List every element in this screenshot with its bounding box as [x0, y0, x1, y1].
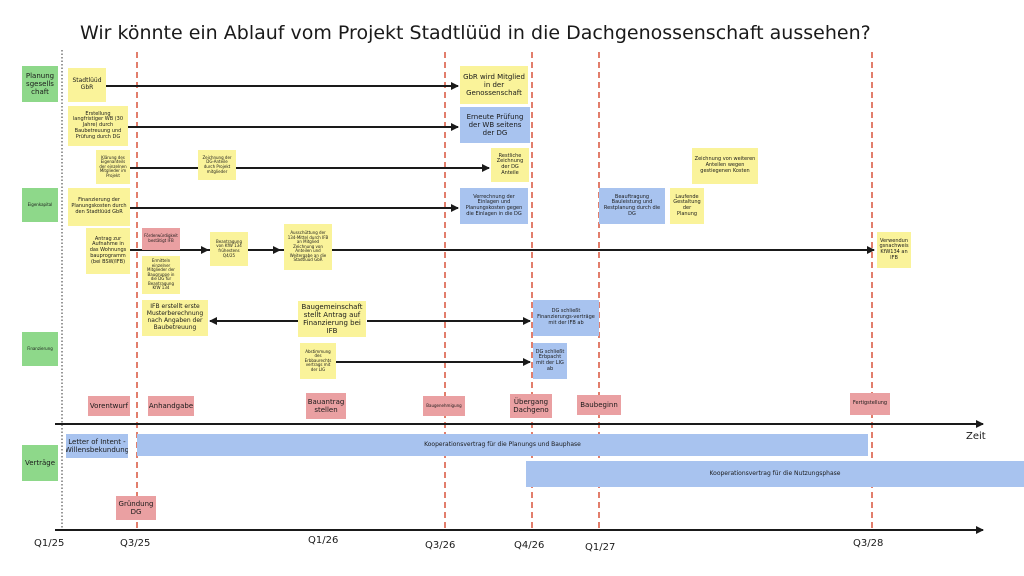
milestone-baugenehmigung: Baugenehmigung — [423, 396, 465, 416]
note-ausschuettung: Ausschüttung der 134-Mittel durch IFB an… — [284, 224, 332, 270]
note-dg-finanzierung: DG schließt Finanzierungs-verträge mit d… — [533, 300, 599, 336]
lane-finanzierung: Finanzierung — [22, 332, 58, 366]
tick-q1-27: Q1/27 — [585, 542, 616, 553]
page-title: Wir könnte ein Ablauf vom Projekt Stadtl… — [80, 22, 871, 44]
lane-vertraege: Verträge — [22, 445, 58, 481]
milestone-vorentwurf: Vorentwurf — [88, 396, 130, 416]
tick-q3-25: Q3/25 — [120, 538, 151, 549]
note-laufende: Laufende Gestaltung der Planung — [670, 188, 704, 224]
note-erstellung-wb: Erstellung langfristiger WB (30 Jahre) d… — [68, 106, 128, 146]
tick-q1-25: Q1/25 — [34, 538, 65, 549]
note-gruendung-dg: Gründung DG — [116, 496, 156, 520]
note-abstimmung: Abstimmung des Erbbaurechts vertrags mit… — [300, 343, 336, 379]
tick-q3-26: Q3/26 — [425, 540, 456, 551]
note-finanzierung-planung: Finanzierung der Planungskosten durch de… — [68, 188, 130, 226]
note-foerderwuerdigkeit: Förderwürdigkeit bestätigt IFB — [142, 228, 180, 250]
tick-q4-26: Q4/26 — [514, 540, 545, 551]
note-verwendung: Verwendun gsnachweis KfW134 an IFB — [877, 232, 911, 268]
note-ermitteln: Ermitteln einzelner Mitglieder der Baugr… — [142, 256, 180, 294]
milestone-bauantrag: Bauantrag stellen — [306, 393, 346, 419]
lane-eigenkapital: Eigenkapital — [22, 188, 58, 222]
note-beauftragung: Beauftragung Bauleistung und Restplanung… — [599, 188, 665, 224]
milestone-fertigstellung: Fertigstellung — [850, 393, 890, 415]
note-klaerung: Klärung des Eigenanteils der einzelnen M… — [96, 150, 130, 184]
milestone-uebergang: Übergang Dachgeno — [510, 394, 552, 418]
note-ifb-musterberechnung: IFB erstellt erste Musterberechnung nach… — [142, 300, 208, 336]
note-gbr: Stadtlüüd GbR — [68, 68, 106, 102]
tick-q3-28: Q3/28 — [853, 538, 884, 549]
milestone-baubeginn: Baubeginn — [577, 395, 621, 415]
lane-planung: Planung sgesells chaft — [22, 66, 58, 102]
tick-q1-26: Q1/26 — [308, 535, 339, 546]
note-antrag: Antrag zur Aufnahme in das Wohnungs baup… — [86, 228, 130, 274]
contract-letter-of-intent: Letter of Intent - Willensbekundung — [66, 434, 128, 458]
note-verrechnung: Verrechnung der Einlagen und Planungskos… — [460, 188, 528, 224]
note-beantragung-kfw: Beantragung von KfW 134 frühestens Q4/25 — [210, 232, 248, 266]
note-zeichnung-dg: Zeichnung der DG-Anteile durch Projekt m… — [198, 150, 236, 180]
note-gbr-mitglied: GbR wird Mitglied in der Genossenschaft — [460, 66, 528, 104]
note-restliche-zeichnung: Restliche Zeichnung der DG Anteile — [491, 148, 529, 182]
note-baugemeinschaft-antrag: Baugemeinschaft stellt Antrag auf Finanz… — [298, 301, 366, 337]
axis-label-zeit: Zeit — [966, 431, 986, 442]
milestone-anhandgabe: Anhandgabe — [148, 396, 194, 416]
note-erneute-pruefung: Erneute Prüfung der WB seitens der DG — [460, 107, 530, 143]
contract-koop-nutzung: Kooperationsvertrag für die Nutzungsphas… — [526, 461, 1024, 487]
contract-koop-planung: Kooperationsvertrag für die Planungs und… — [137, 434, 868, 456]
note-dg-erbpacht: DG schließt Erbpacht mit der LIG ab — [533, 343, 567, 379]
note-zeichnung-weitere: Zeichnung von weiteren Anteilen wegen ge… — [692, 148, 758, 184]
